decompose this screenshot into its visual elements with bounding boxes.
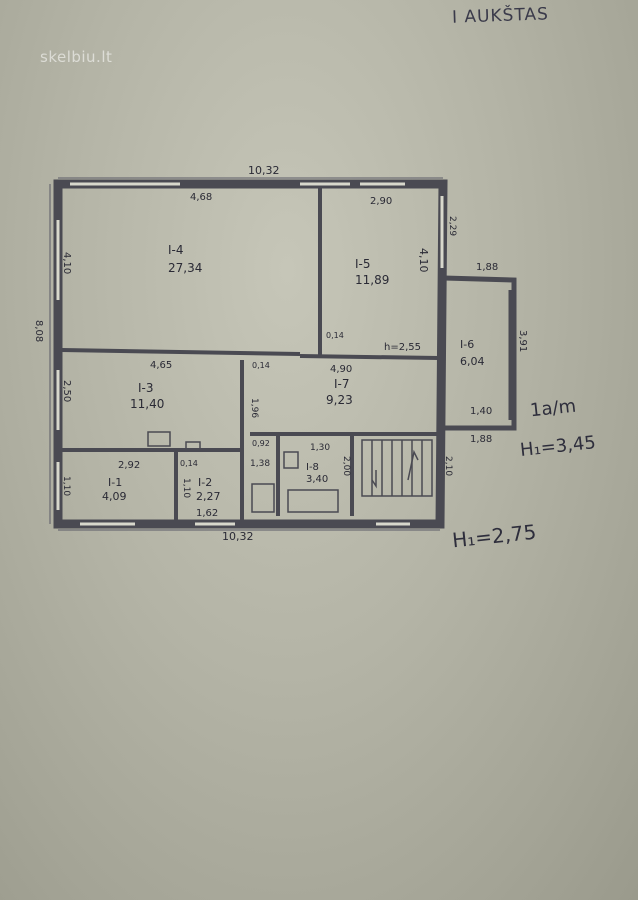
dim-r3-width: 4,65 [150, 360, 172, 371]
room-area-small: 1,38 [250, 459, 270, 469]
dim-r5-width: 2,90 [370, 196, 392, 207]
dim-porch-side: 3,91 [517, 330, 528, 352]
dim-r8-height: 2,00 [341, 456, 351, 476]
room-code-r8: I-8 [306, 462, 319, 473]
room-code-r5: I-5 [355, 257, 371, 271]
dim-hall-width: 4,90 [330, 364, 352, 375]
room-code-r1: I-1 [108, 476, 122, 489]
room-area-r3: 11,40 [130, 397, 164, 411]
dim-r5-height: 4,10 [417, 248, 430, 273]
room-area-r5: 11,89 [355, 273, 389, 287]
dim-stair-height: 2,10 [443, 456, 453, 476]
dim-left-lower: 1,10 [61, 476, 71, 496]
room-area-r4: 27,34 [168, 261, 202, 275]
room-area-r1: 4,09 [102, 490, 127, 503]
dim-corridor-2: 0,14 [252, 361, 270, 370]
dim-porch-inner: 1,40 [470, 406, 492, 417]
room-area-r7: 9,23 [326, 393, 353, 407]
dim-corridor: 0,14 [326, 331, 344, 340]
dim-r1-width: 2,92 [118, 460, 140, 471]
dim-top-total: 10,32 [248, 164, 280, 177]
porch-walls [443, 275, 517, 431]
room-code-r7: I-7 [334, 377, 350, 391]
watermark: skelbiu.lt [40, 48, 113, 66]
dim-r2-width: 1,62 [196, 508, 218, 519]
room-code-r3: I-3 [138, 381, 154, 395]
dim-left-mid: 2,50 [61, 380, 72, 402]
dim-porch-bottom: 1,88 [470, 434, 492, 445]
dim-r1-height: 1,10 [181, 478, 191, 498]
room-area-r2: 2,27 [196, 490, 221, 503]
dim-ceiling-height: h=2,55 [384, 342, 421, 353]
dim-right-upper: 2,29 [447, 216, 457, 236]
room-code-r4: I-4 [168, 243, 184, 257]
staircase [361, 439, 433, 497]
dim-left-upper: 4,10 [61, 252, 72, 274]
dim-left-total: 8,08 [33, 320, 44, 342]
dim-small-width: 0,92 [252, 439, 270, 448]
room-area-r6: 6,04 [460, 355, 485, 368]
inner-walls [61, 186, 439, 520]
dim-r4-width: 4,68 [190, 192, 212, 203]
dim-hall-side: 1,96 [249, 398, 259, 418]
room-code-r2: I-2 [198, 476, 212, 489]
dimension-lines [49, 177, 443, 531]
dim-bottom-total: 10,32 [222, 530, 254, 543]
dim-r8-width: 1,30 [310, 443, 330, 453]
dim-porch-top: 1,88 [476, 262, 498, 273]
dim-r2-mark: 0,14 [180, 459, 198, 468]
room-code-r6: I-6 [460, 338, 474, 351]
room-area-r8: 3,40 [306, 474, 328, 485]
fixtures [147, 431, 339, 513]
windows [56, 182, 444, 526]
